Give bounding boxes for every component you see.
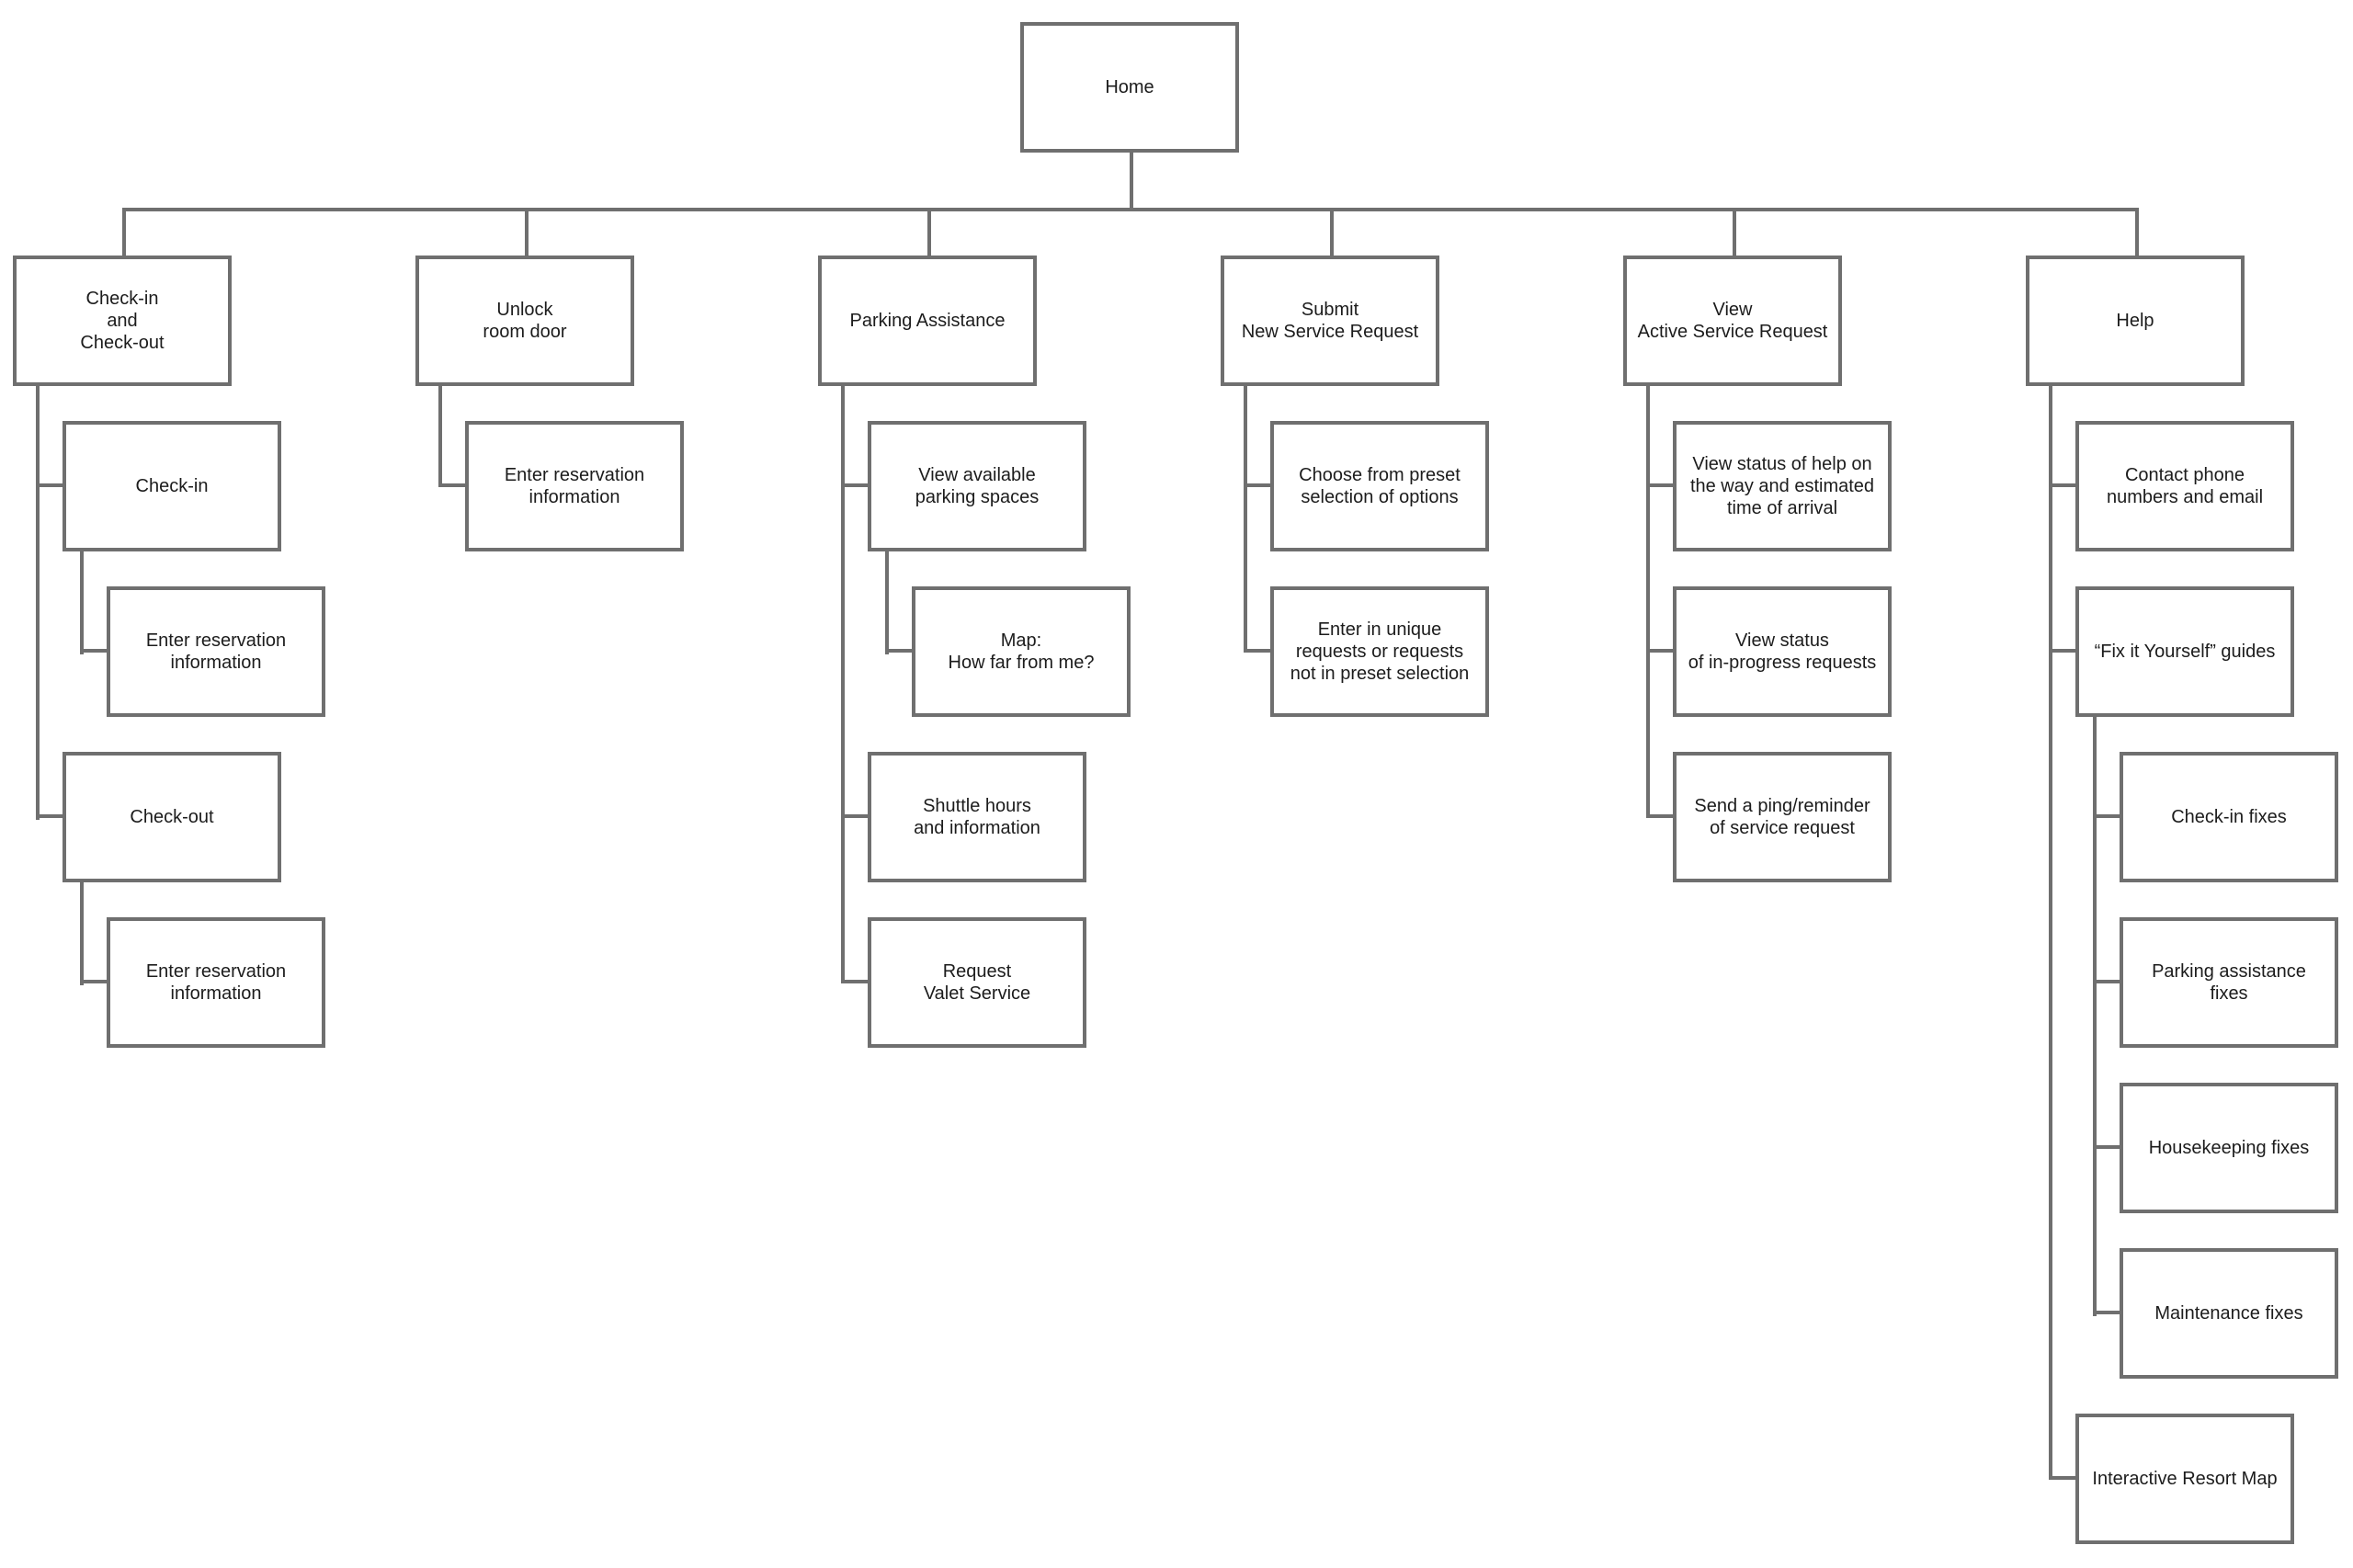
node-label: Maintenance fixes xyxy=(2154,1303,2303,1324)
connector-line xyxy=(438,384,442,487)
node-label: Contact phone numbers and email xyxy=(2106,465,2264,507)
connector-line xyxy=(80,881,84,985)
node-label: “Fix it Yourself” guides xyxy=(2094,642,2276,662)
node-label: View status of help on the way and estim… xyxy=(1689,454,1875,518)
node-label: Map: How far from me? xyxy=(948,631,1095,673)
node-label: Enter reservation information xyxy=(145,631,287,673)
connector-line xyxy=(80,649,111,653)
node-label: View status of in-progress requests xyxy=(1688,631,1877,673)
connector-line xyxy=(1330,208,1334,257)
connector-line xyxy=(122,208,2139,211)
node-home: Home xyxy=(1020,22,1239,153)
node-parking-fixes: Parking assistance fixes xyxy=(2120,917,2338,1048)
connector-line xyxy=(841,483,872,487)
node-label: Check-in and Check-out xyxy=(80,289,165,353)
node-label: Enter reservation information xyxy=(504,465,645,507)
node-label: Shuttle hours and information xyxy=(914,796,1040,838)
connector-line xyxy=(1646,814,1677,818)
node-request-valet: Request Valet Service xyxy=(868,917,1086,1048)
node-help: Help xyxy=(2026,256,2245,386)
connector-line xyxy=(2049,1476,2080,1480)
connector-line xyxy=(2093,1145,2124,1149)
node-check-in-enter-reservation: Enter reservation information xyxy=(107,586,325,717)
node-label: Submit New Service Request xyxy=(1241,300,1419,342)
node-housekeeping-fixes: Housekeeping fixes xyxy=(2120,1083,2338,1213)
node-send-reminder: Send a ping/reminder of service request xyxy=(1673,752,1892,882)
node-label: Unlock room door xyxy=(483,300,567,342)
connector-line xyxy=(841,814,872,818)
node-label: Enter in unique requests or requests not… xyxy=(1290,619,1470,684)
node-interactive-map: Interactive Resort Map xyxy=(2075,1414,2294,1544)
node-status-help-eta: View status of help on the way and estim… xyxy=(1673,421,1892,551)
connector-line xyxy=(36,384,40,820)
node-preset-options: Choose from preset selection of options xyxy=(1270,421,1489,551)
node-check-out: Check-out xyxy=(63,752,281,882)
connector-line xyxy=(1244,483,1275,487)
connector-line xyxy=(2049,483,2080,487)
node-check-out-enter-reservation: Enter reservation information xyxy=(107,917,325,1048)
node-label: Parking assistance fixes xyxy=(2152,961,2306,1004)
connector-line xyxy=(122,208,126,257)
node-label: Check-in fixes xyxy=(2171,807,2287,827)
connector-line xyxy=(1646,384,1650,818)
connector-line xyxy=(36,483,67,487)
node-check-in-fixes: Check-in fixes xyxy=(2120,752,2338,882)
node-view-parking-spaces: View available parking spaces xyxy=(868,421,1086,551)
connector-line xyxy=(2049,384,2052,1480)
node-contact-info: Contact phone numbers and email xyxy=(2075,421,2294,551)
node-label: Housekeeping fixes xyxy=(2148,1138,2310,1158)
connector-line xyxy=(525,208,529,257)
connector-line xyxy=(2093,715,2097,1316)
connector-line xyxy=(841,384,845,983)
node-parking-map: Map: How far from me? xyxy=(912,586,1131,717)
node-label: Parking Assistance xyxy=(849,311,1006,331)
connector-line xyxy=(438,483,470,487)
connector-line xyxy=(80,980,111,983)
connector-line xyxy=(36,814,67,818)
node-check-in-and-check-out: Check-in and Check-out xyxy=(13,256,232,386)
connector-line xyxy=(1646,649,1677,653)
node-label: Request Valet Service xyxy=(923,961,1031,1004)
connector-line xyxy=(927,208,931,257)
node-unlock-enter-reservation: Enter reservation information xyxy=(465,421,684,551)
node-maintenance-fixes: Maintenance fixes xyxy=(2120,1248,2338,1379)
node-submit-service-request: Submit New Service Request xyxy=(1221,256,1439,386)
node-label: Home xyxy=(1105,77,1154,97)
connector-line xyxy=(1244,649,1275,653)
connector-line xyxy=(1244,384,1247,653)
node-check-in: Check-in xyxy=(63,421,281,551)
node-status-in-progress: View status of in-progress requests xyxy=(1673,586,1892,717)
node-label: Enter reservation information xyxy=(145,961,287,1004)
connector-line xyxy=(1733,208,1736,257)
connector-line xyxy=(885,550,889,654)
node-unique-requests: Enter in unique requests or requests not… xyxy=(1270,586,1489,717)
node-label: Interactive Resort Map xyxy=(2092,1469,2278,1489)
connector-line xyxy=(841,980,872,983)
node-label: Send a ping/reminder of service request xyxy=(1694,796,1870,838)
node-fix-it-yourself: “Fix it Yourself” guides xyxy=(2075,586,2294,717)
node-label: Check-out xyxy=(130,807,214,827)
connector-line xyxy=(2093,1311,2124,1314)
connector-line xyxy=(1130,153,1133,210)
node-parking-assistance: Parking Assistance xyxy=(818,256,1037,386)
connector-line xyxy=(2049,649,2080,653)
node-unlock-room-door: Unlock room door xyxy=(415,256,634,386)
connector-line xyxy=(885,649,916,653)
node-label: View available parking spaces xyxy=(915,465,1040,507)
node-shuttle-hours: Shuttle hours and information xyxy=(868,752,1086,882)
node-label: Help xyxy=(2116,311,2154,331)
connector-line xyxy=(1646,483,1677,487)
connector-line xyxy=(2093,980,2124,983)
node-label: Choose from preset selection of options xyxy=(1299,465,1461,507)
connector-line xyxy=(2093,814,2124,818)
connector-line xyxy=(80,550,84,654)
node-view-active-request: View Active Service Request xyxy=(1623,256,1842,386)
node-label: Check-in xyxy=(135,476,209,496)
node-label: View Active Service Request xyxy=(1637,300,1828,342)
connector-line xyxy=(2135,208,2139,257)
